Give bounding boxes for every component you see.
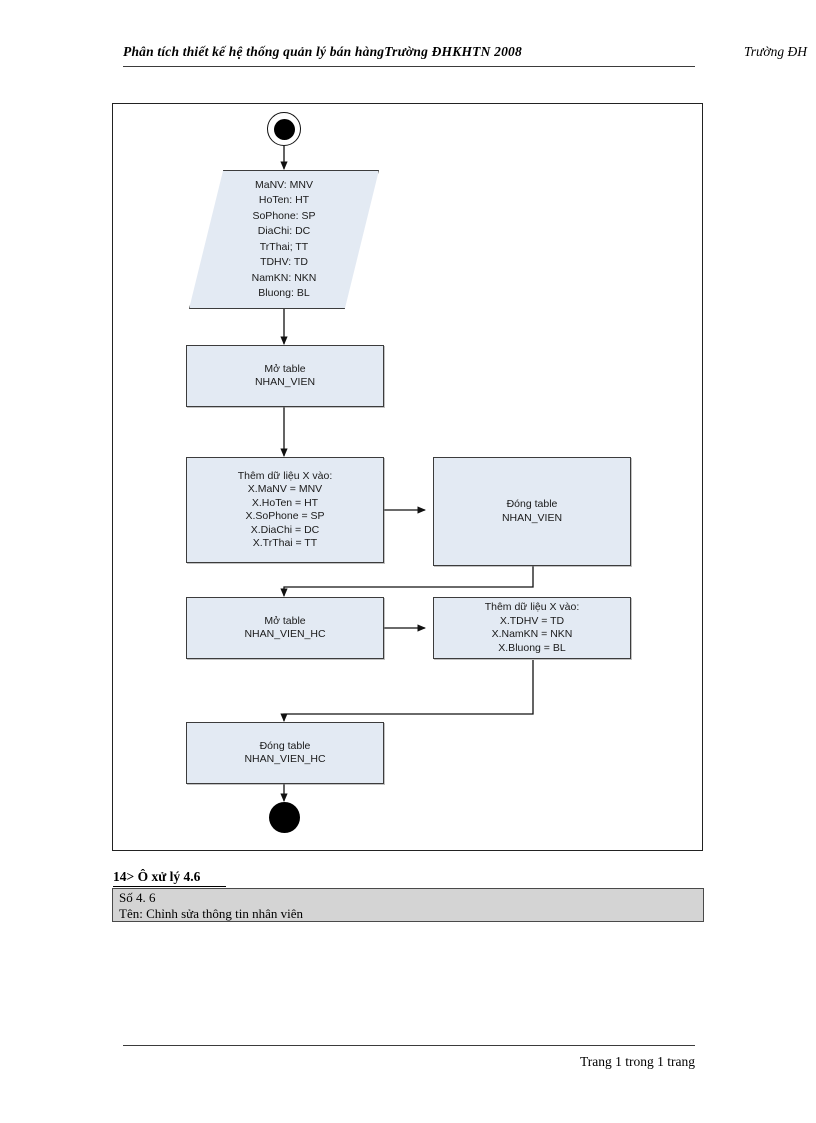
- diagram-frame: MaNV: MNV HoTen: HT SoPhone: SP DiaChi: …: [112, 103, 703, 851]
- page-header: Phân tích thiết kế hệ thống quản lý bán …: [0, 44, 816, 74]
- parallelogram-shape: [189, 170, 379, 309]
- header-divider: [123, 66, 695, 67]
- input-parameters-node[interactable]: MaNV: MNV HoTen: HT SoPhone: SP DiaChi: …: [189, 170, 379, 309]
- diagram-canvas: MaNV: MNV HoTen: HT SoPhone: SP DiaChi: …: [113, 104, 704, 852]
- node-open-nhan-vien[interactable]: Mở table NHAN_VIEN: [186, 345, 384, 407]
- header-title: Phân tích thiết kế hệ thống quản lý bán …: [123, 44, 522, 59]
- info-line-ten: Tên: Chỉnh sửa thông tin nhân viên: [119, 906, 303, 921]
- node-close-nhan-vien-hc[interactable]: Đóng table NHAN_VIEN_HC: [186, 722, 384, 784]
- caption-title: 14> Ô xử lý 4.6: [113, 869, 201, 884]
- node-add-data-x-1[interactable]: Thêm dữ liệu X vào: X.MaNV = MNV X.HoTen…: [186, 457, 384, 563]
- info-line-so: Số 4. 6: [119, 890, 156, 905]
- footer-page-indicator: Trang 1 trong 1 trang: [580, 1054, 695, 1069]
- node-close-nhan-vien[interactable]: Đóng table NHAN_VIEN: [433, 457, 631, 566]
- end-node: [269, 802, 300, 833]
- start-node: [267, 112, 301, 146]
- node-open-nhan-vien-hc[interactable]: Mở table NHAN_VIEN_HC: [186, 597, 384, 659]
- input-parameters-text: MaNV: MNV HoTen: HT SoPhone: SP DiaChi: …: [251, 178, 317, 300]
- header-right-text: Trường ĐH: [744, 44, 807, 59]
- node-add-data-x-2[interactable]: Thêm dữ liệu X vào: X.TDHV = TD X.NamKN …: [433, 597, 631, 659]
- caption-title-underline: [113, 886, 226, 887]
- process-info-box: Số 4. 6 Tên: Chỉnh sửa thông tin nhân vi…: [112, 888, 704, 922]
- footer-divider: [123, 1045, 695, 1046]
